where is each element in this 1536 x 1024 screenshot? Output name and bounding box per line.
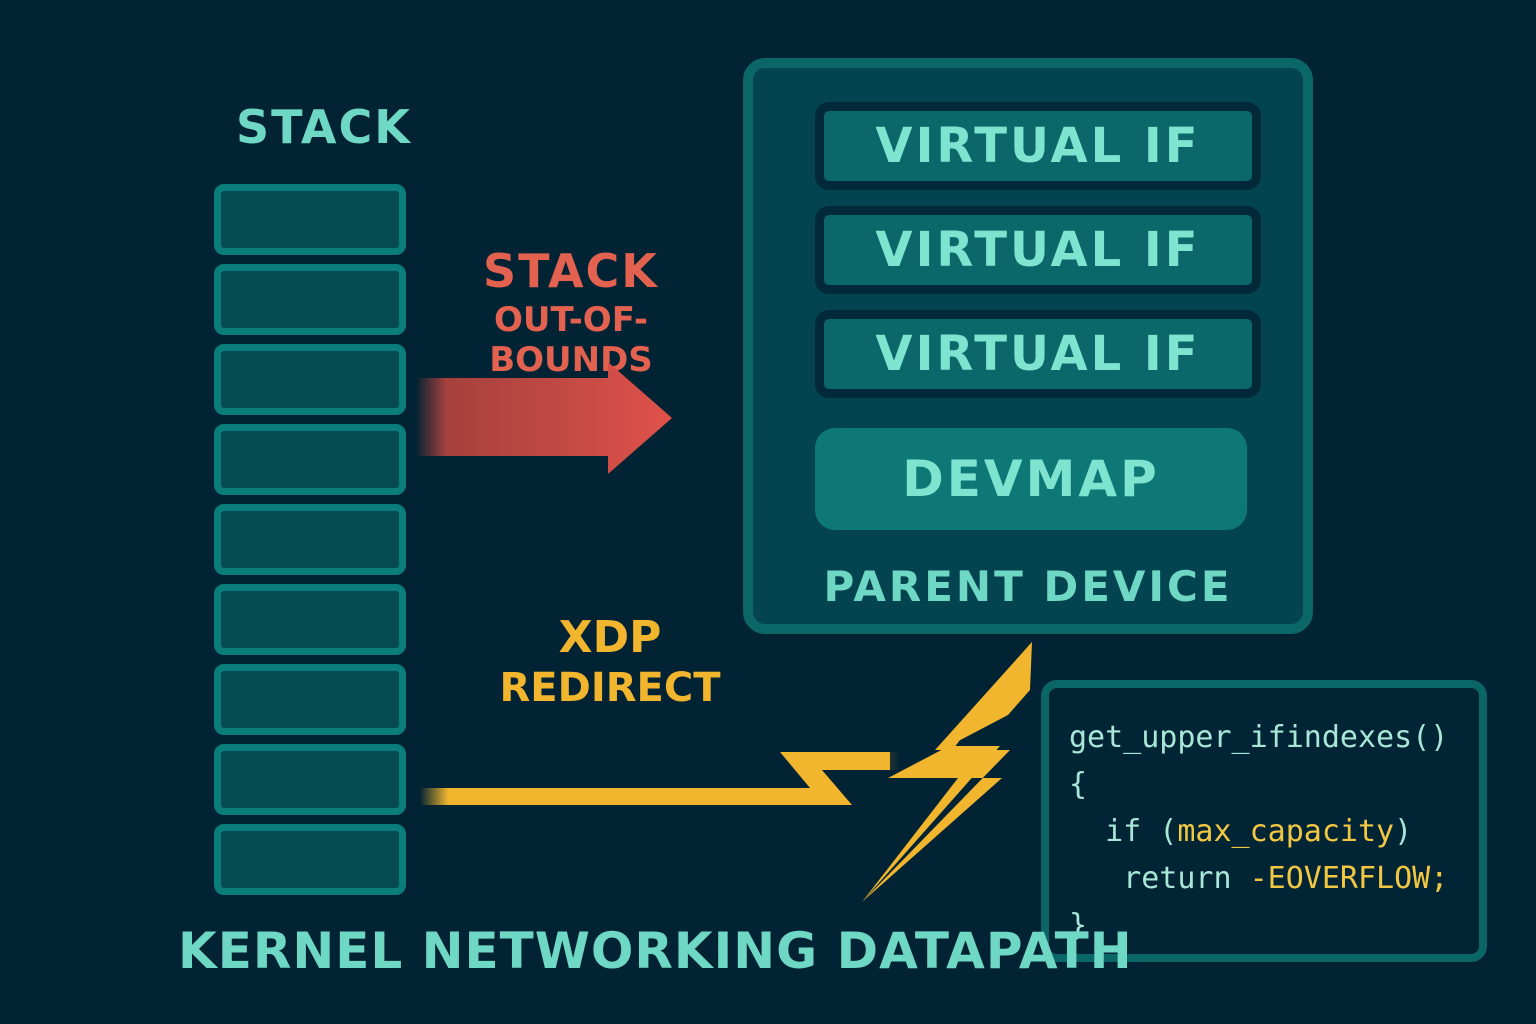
code-line: get_upper_ifindexes() — [1069, 720, 1449, 755]
lightning-bolt-body — [862, 642, 1032, 902]
code-highlight: -EOVERFLOW; — [1249, 861, 1449, 896]
stack-slot — [214, 504, 406, 575]
parent-device-box: VIRTUAL IF VIRTUAL IF VIRTUAL IF DEVMAP … — [743, 58, 1313, 634]
kernel-datapath-title: KERNEL NETWORKING DATAPATH — [178, 922, 1133, 980]
code-line: return -EOVERFLOW; — [1069, 855, 1479, 902]
code-line: if (max_capacity) — [1069, 808, 1479, 855]
stack-slot — [214, 184, 406, 255]
parent-device-label: PARENT DEVICE — [823, 562, 1233, 611]
virtual-if-box: VIRTUAL IF — [815, 102, 1261, 190]
oob-label-line2: OUT-OF-BOUNDS — [489, 300, 653, 380]
code-line: { — [1069, 767, 1088, 802]
stack-slot — [214, 584, 406, 655]
code-line: } — [1069, 908, 1088, 943]
stack-oob-label: STACK OUT-OF-BOUNDS — [416, 244, 726, 380]
oob-label-line1: STACK — [483, 244, 659, 298]
xdp-label-line1: XDP — [558, 612, 662, 663]
arrow-right-icon — [416, 362, 672, 474]
stack-slot — [214, 824, 406, 895]
redirect-line — [420, 752, 890, 805]
code-token: ) — [1394, 814, 1413, 849]
stack-column — [214, 184, 406, 904]
devmap-box: DEVMAP — [815, 428, 1247, 530]
xdp-redirect-label: XDP REDIRECT — [470, 612, 750, 711]
xdp-label-line2: REDIRECT — [499, 665, 721, 711]
code-token: if ( — [1069, 814, 1178, 849]
code-snippet: get_upper_ifindexes() { if (max_capacity)… — [1041, 680, 1487, 962]
stack-slot — [214, 664, 406, 735]
stack-slot — [214, 744, 406, 815]
redirect-line-tail — [820, 752, 900, 770]
stack-title: STACK — [236, 100, 412, 154]
stack-slot — [214, 344, 406, 415]
stack-slot — [214, 424, 406, 495]
code-token: return — [1069, 861, 1250, 896]
virtual-if-box: VIRTUAL IF — [815, 310, 1261, 398]
stack-slot — [214, 264, 406, 335]
code-highlight: max_capacity — [1177, 814, 1395, 849]
virtual-if-box: VIRTUAL IF — [815, 206, 1261, 294]
